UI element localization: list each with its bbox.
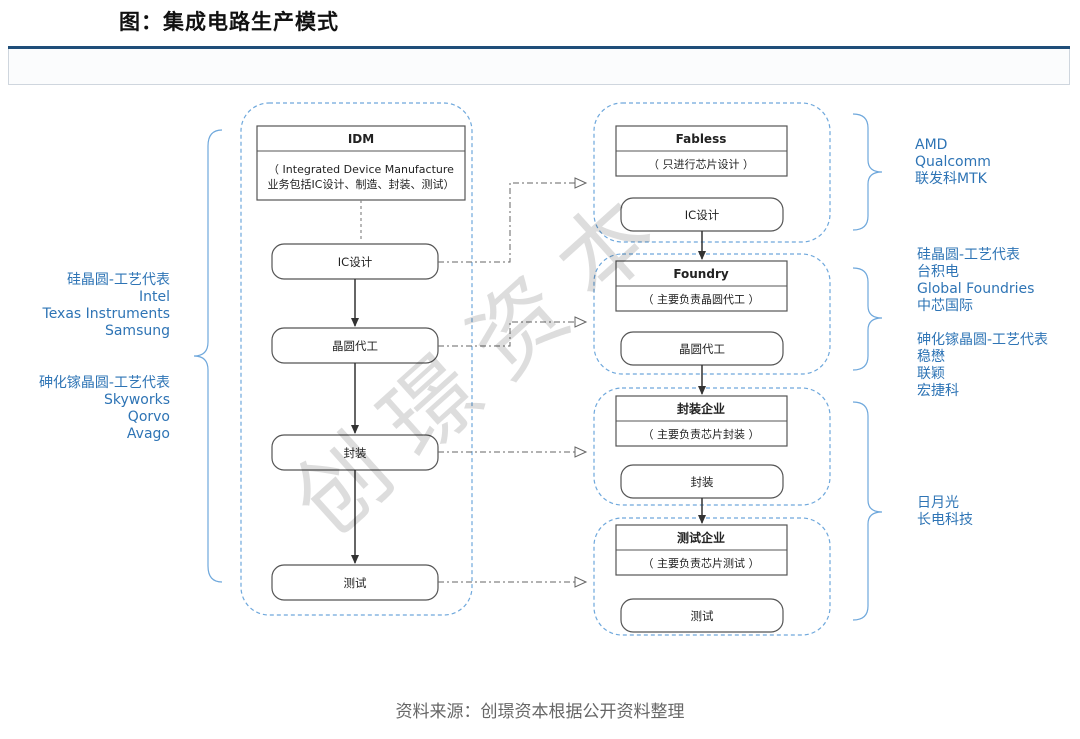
svg-text:（ 主要负责芯片封装 ）: （ 主要负责芯片封装 ） xyxy=(643,427,760,441)
svg-text:封装: 封装 xyxy=(691,475,714,489)
svg-text:Fabless: Fabless xyxy=(676,132,727,146)
svg-text:封装: 封装 xyxy=(344,446,367,460)
foundry-container xyxy=(593,253,831,375)
title-rule xyxy=(8,46,1070,49)
header-band xyxy=(8,49,1070,85)
svg-text:（ 只进行芯片设计 ）: （ 只进行芯片设计 ） xyxy=(648,157,754,171)
packaging-step: 封装 xyxy=(620,464,784,499)
svg-text:IC设计: IC设计 xyxy=(338,255,373,269)
testing-step: 测试 xyxy=(620,598,784,633)
idm-desc-1: （ Integrated Device Manufacture xyxy=(268,163,454,176)
svg-text:测试: 测试 xyxy=(344,576,367,590)
idm-box: IDM （ Integrated Device Manufacture 业务包括… xyxy=(256,125,466,201)
idm-container xyxy=(240,102,473,616)
svg-text:（ 主要负责晶圆代工 ）: （ 主要负责晶圆代工 ） xyxy=(643,292,760,306)
right-brace-foundry xyxy=(852,267,883,371)
idm-title: IDM xyxy=(348,132,374,146)
right-label-pkg-test: 日月光 长电科技 xyxy=(917,495,973,528)
svg-text:（ 主要负责芯片测试 ）: （ 主要负责芯片测试 ） xyxy=(643,556,760,570)
foundry-step: 晶圆代工 xyxy=(620,331,784,366)
svg-text:晶圆代工: 晶圆代工 xyxy=(679,342,725,356)
svg-text:晶圆代工: 晶圆代工 xyxy=(332,339,378,353)
svg-text:封装企业: 封装企业 xyxy=(677,401,725,416)
testing-box: 测试企业 （ 主要负责芯片测试 ） xyxy=(615,524,788,576)
testing-container xyxy=(593,517,831,636)
left-brace xyxy=(193,129,223,583)
idm-desc-2: 业务包括IC设计、制造、封装、测试） xyxy=(268,177,455,191)
right-label-foundry-gaas: 砷化镓晶圆-工艺代表 稳懋 联颖 宏捷科 xyxy=(917,332,1049,399)
idm-step-testing: 测试 xyxy=(271,564,439,601)
packaging-box: 封装企业 （ 主要负责芯片封装 ） xyxy=(615,395,788,447)
right-label-foundry-si: 硅晶圆-工艺代表 台积电 Global Foundries 中芯国际 xyxy=(917,247,1035,314)
foundry-box: Foundry （ 主要负责晶圆代工 ） xyxy=(615,260,788,312)
right-brace-fabless xyxy=(852,113,883,231)
right-brace-pkg-test xyxy=(852,401,883,621)
page-title: 图：集成电路生产模式 xyxy=(119,10,339,34)
source-note: 资料来源：创璟资本根据公开资料整理 xyxy=(395,702,685,722)
right-label-fabless: AMD Qualcomm 联发科MTK xyxy=(915,137,991,187)
idm-step-ic-design: IC设计 xyxy=(271,243,439,280)
fabless-container xyxy=(593,102,831,243)
svg-text:IC设计: IC设计 xyxy=(685,208,720,222)
svg-text:Foundry: Foundry xyxy=(673,267,729,281)
packaging-container xyxy=(593,387,831,506)
fabless-box: Fabless （ 只进行芯片设计 ） xyxy=(615,125,788,177)
svg-text:测试企业: 测试企业 xyxy=(677,530,725,545)
left-label-gaas: 砷化镓晶圆-工艺代表 Skyworks Qorvo Avago xyxy=(38,375,170,442)
idm-step-wafer: 晶圆代工 xyxy=(271,327,439,364)
svg-text:测试: 测试 xyxy=(691,609,714,623)
left-label-si: 硅晶圆-工艺代表 Intel Texas Instruments Samsung xyxy=(42,272,170,339)
